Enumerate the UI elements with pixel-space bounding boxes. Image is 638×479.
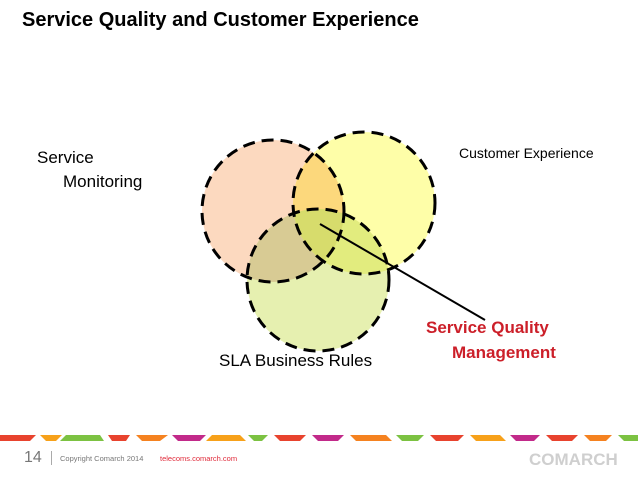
comarch-logo: COMARCH — [529, 450, 618, 469]
service-monitoring-outline — [200, 138, 346, 284]
service-quality-management-label: Service Quality Management — [426, 315, 556, 365]
service-quality-management-line1: Service Quality — [426, 318, 549, 337]
service-monitoring-label: Service Monitoring — [37, 146, 142, 194]
slide-title: Service Quality and Customer Experience — [22, 9, 419, 31]
callout-line — [319, 223, 486, 321]
page-number: 14 — [24, 449, 42, 466]
service-monitoring-label-line1: Service — [37, 148, 94, 167]
footer-separator — [51, 451, 52, 465]
customer-experience-label: Customer Experience — [459, 145, 594, 161]
strip-shapes — [0, 435, 638, 441]
sla-business-rules-label: SLA Business Rules — [219, 351, 373, 370]
sla-business-rules-outline — [245, 207, 391, 353]
service-quality-management-line2: Management — [452, 343, 556, 362]
copyright-text: Copyright Comarch 2014 — [60, 454, 144, 463]
customer-experience-outline — [291, 130, 437, 276]
website-link[interactable]: telecoms.comarch.com — [160, 454, 238, 463]
service-monitoring-label-line2: Monitoring — [63, 172, 143, 191]
